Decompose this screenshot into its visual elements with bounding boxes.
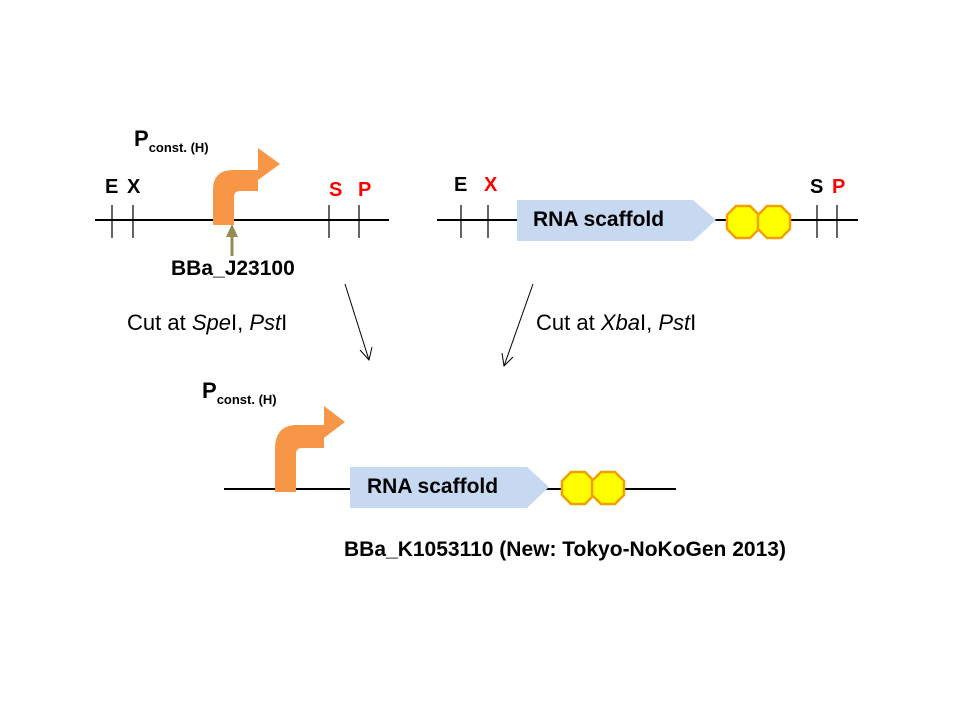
merge-arrow-left <box>344 283 373 362</box>
enzyme-name: Pst <box>249 310 282 335</box>
terminator-icon <box>560 470 626 506</box>
promoter-label-sub: const. (H) <box>148 140 209 155</box>
enzyme-name: Xba <box>600 310 640 335</box>
site-label-X: X <box>484 174 498 196</box>
part-id-top-left: BBa_J23100 <box>171 257 295 280</box>
site-label-E: E <box>454 174 468 196</box>
result-part-id: BBa_K1053110 (New: Tokyo-NoKoGen 2013) <box>344 538 786 561</box>
site-label-P: P <box>832 176 846 198</box>
site-label-P: P <box>358 179 372 201</box>
cut-prefix: Cut at <box>127 310 192 335</box>
merge-arrow-right <box>501 283 534 368</box>
site-label-E: E <box>105 176 119 198</box>
cut-caption-left: Cut at SpeI, PstI <box>127 312 287 334</box>
pointer-arrow-icon <box>226 224 238 256</box>
enzyme-name: Pst <box>658 310 691 335</box>
construct-top-right <box>437 200 858 241</box>
cut-suffix: I <box>281 310 288 335</box>
site-label-X: X <box>127 176 141 198</box>
promoter-label-result: Pconst. (H) <box>202 378 277 407</box>
site-label-S: S <box>329 179 343 201</box>
promoter-label-main: P <box>202 378 217 403</box>
construct-result <box>224 406 676 508</box>
promoter-arrow-icon <box>275 406 345 492</box>
promoter-label-sub: const. (H) <box>216 392 277 407</box>
site-label-S: S <box>810 176 824 198</box>
cut-separator: I, <box>639 310 659 335</box>
scaffold-label-result: RNA scaffold <box>367 475 499 498</box>
promoter-label-main: P <box>134 126 149 151</box>
scaffold-label-top: RNA scaffold <box>533 208 665 231</box>
construct-top-left <box>95 148 389 256</box>
promoter-label-top: Pconst. (H) <box>134 126 209 155</box>
rna-scaffold-shape <box>350 467 549 508</box>
enzyme-name: Spe <box>191 310 231 335</box>
rna-scaffold-shape <box>517 200 716 241</box>
cut-caption-right: Cut at XbaI, PstI <box>536 312 696 334</box>
cut-prefix: Cut at <box>536 310 601 335</box>
terminator-icon <box>725 204 792 240</box>
cut-suffix: I <box>690 310 697 335</box>
promoter-arrow-icon <box>213 148 280 225</box>
cut-separator: I, <box>230 310 250 335</box>
